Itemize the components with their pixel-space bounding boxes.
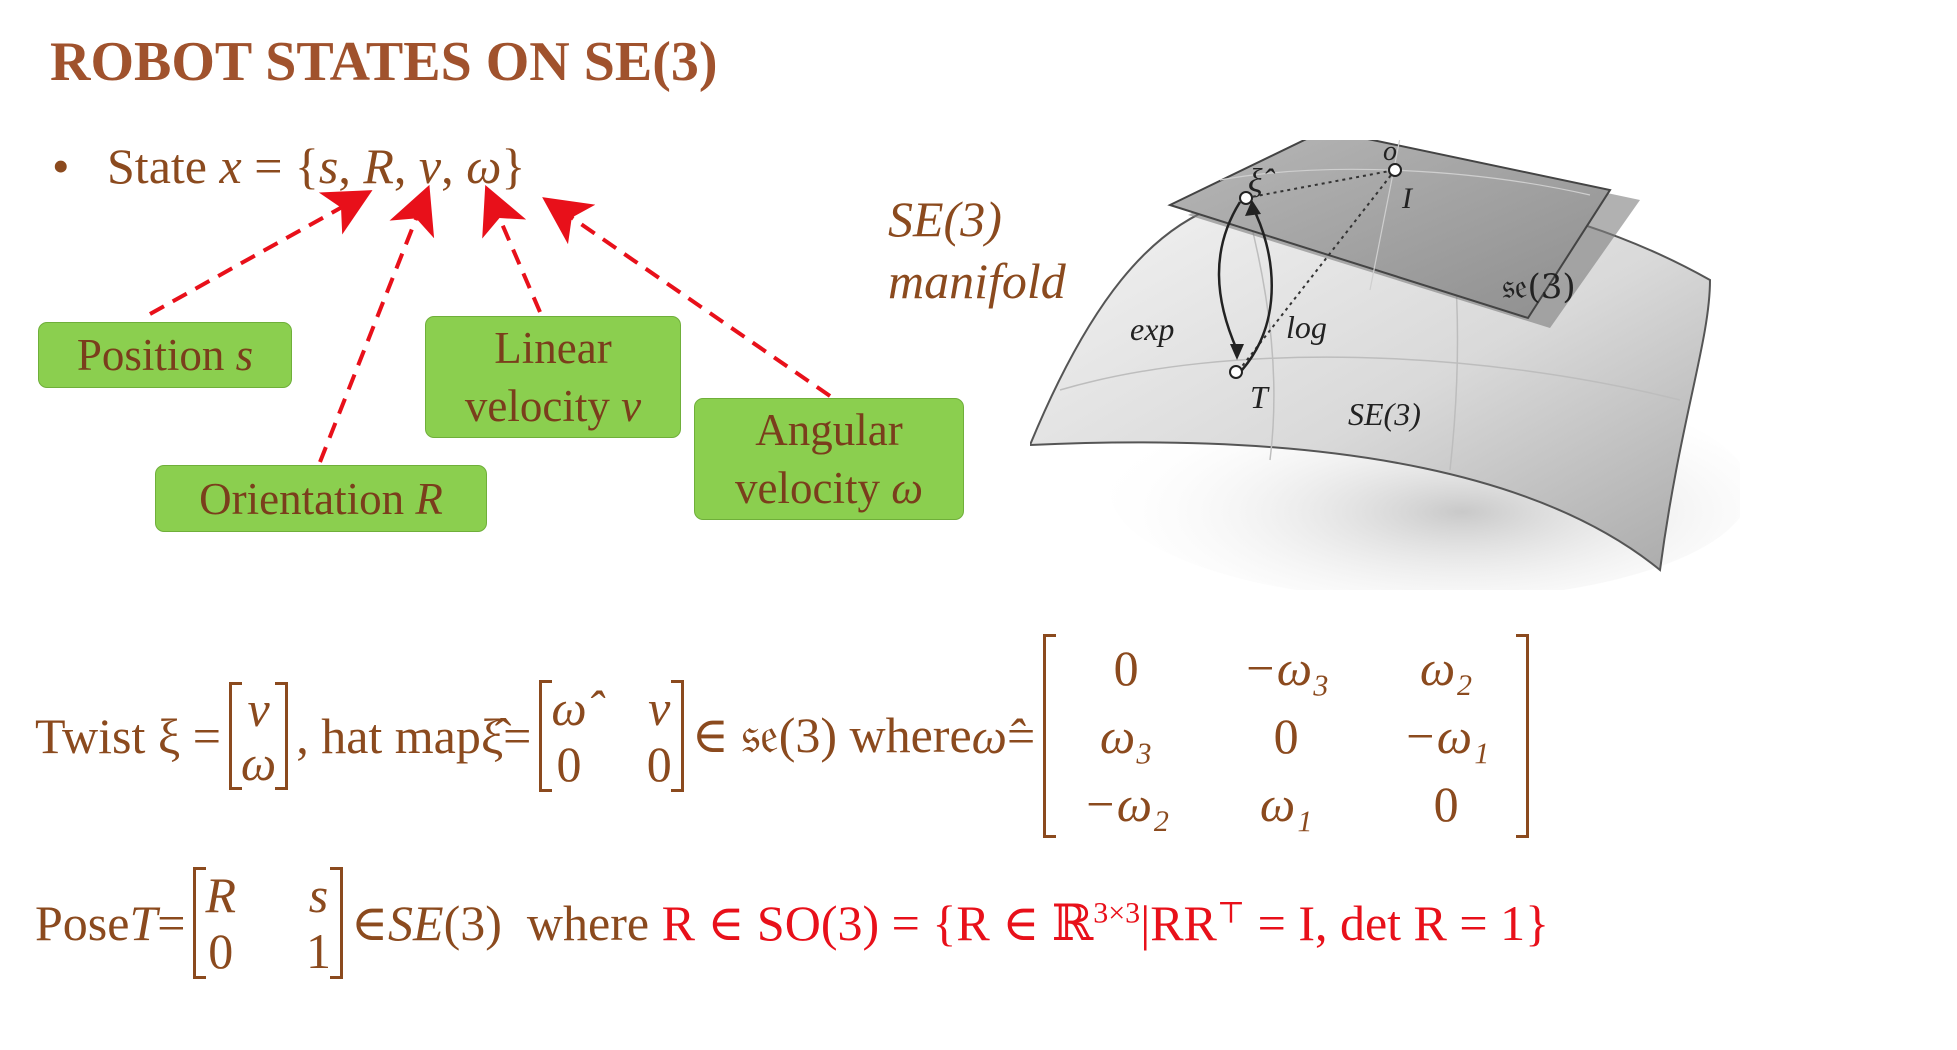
se3-text: SE	[388, 895, 444, 951]
skew-cell: −ω₁	[1402, 707, 1490, 764]
hat-matrix-cell: 0	[556, 735, 582, 792]
pose-matrix-cell: 1	[306, 923, 332, 979]
comma: ,	[441, 138, 467, 194]
label-angular-line2: velocity	[735, 463, 892, 513]
arrow-angular	[542, 197, 832, 398]
skew-cell: 0	[1113, 639, 1139, 696]
manifold-caption-line1: SE(3)	[888, 191, 1002, 247]
state-prefix: State	[107, 138, 220, 194]
so3-expr-part2: |RR	[1140, 895, 1217, 951]
manifold-caption: SE(3) manifold	[888, 188, 1066, 312]
skew-cell: −ω₃	[1242, 639, 1330, 696]
eq-sign: =	[1006, 707, 1036, 764]
pose-T: T	[129, 895, 158, 951]
label-angular-line1: Angular	[755, 405, 903, 455]
state-eq: = {	[241, 138, 319, 194]
label-linear-line1: Linear	[494, 323, 612, 373]
state-omega: ω	[466, 138, 502, 194]
arrow-position	[149, 190, 373, 316]
hat-matrix: ω̂ v 0 0	[539, 679, 685, 792]
surface-se3-label: SE(3)	[1348, 396, 1421, 432]
state-R: R	[363, 138, 394, 194]
label-orientation-text: Orientation	[199, 473, 416, 524]
skew-matrix: 0 −ω₃ ω₂ ω₃ 0 −ω₁ −ω₂ ω₁ 0	[1043, 633, 1530, 838]
arrow-orientation	[318, 184, 435, 463]
hat-matrix-cell: 0	[646, 735, 672, 792]
se3-tangent-plane	[1167, 140, 1612, 320]
pose-prefix: Pose	[35, 895, 130, 951]
label-position-sym: s	[235, 330, 254, 380]
skew-cell: 0	[1433, 775, 1459, 832]
comma: ,	[393, 138, 419, 194]
se3-paren: (3)	[443, 895, 502, 951]
so3-superscript: 3×3	[1093, 896, 1141, 930]
comma: ,	[338, 138, 364, 194]
in-se3-text: ∈ 𝔰𝔢(3) where	[691, 707, 972, 763]
state-var: x	[219, 138, 242, 194]
label-orientation: Orientation R	[155, 465, 487, 532]
identity-I-label: I	[1401, 182, 1414, 215]
omega-hat: ω̂	[971, 707, 1007, 764]
hat-map-text: , hat map	[296, 707, 481, 764]
so3-definition: R ∈ SO(3) = {R ∈ ℝ3×3|RR⊤ = I, det R = 1…	[662, 894, 1550, 952]
label-linear-velocity: Linear velocity v	[425, 316, 681, 438]
arrow-linear	[482, 184, 542, 313]
in-text: ∈	[351, 895, 389, 951]
pose-matrix-cell: 0	[208, 923, 234, 979]
twist-omega: ω	[240, 734, 277, 791]
annotation-arrows	[149, 184, 832, 463]
where-text: where	[501, 895, 662, 951]
slide-title: ROBOT STATES ON SE(3)	[50, 31, 718, 93]
so3-expr-part3: = I, det R = 1}	[1245, 895, 1550, 951]
log-label: log	[1286, 309, 1327, 345]
label-orientation-sym: R	[415, 473, 443, 524]
state-close: }	[501, 138, 526, 194]
hat-matrix-cell: v	[648, 679, 671, 736]
twist-v: v	[247, 680, 270, 737]
se3-manifold-figure: ξ̂ o I 𝔰𝔢(3) exp log T SE(3)	[1030, 140, 1740, 590]
plane-se3-label: 𝔰𝔢(3)	[1502, 267, 1576, 307]
pose-equation: Pose T = R s 0 1 ∈ SE(3) where R ∈ SO(3)…	[35, 858, 1549, 988]
exp-label: exp	[1130, 311, 1174, 347]
state-v: v	[418, 138, 442, 194]
twist-equation: Twist ξ = v ω , hat map ξ̂ = ω̂ v 0 0 ∈ …	[35, 628, 1537, 843]
label-linear-sym: v	[621, 381, 642, 431]
manifold-caption-line2: manifold	[888, 253, 1066, 309]
T-label: T	[1250, 379, 1270, 415]
hat-matrix-cell: ω̂	[551, 679, 587, 736]
state-s: s	[318, 138, 339, 194]
eq-sign: =	[503, 707, 532, 764]
label-linear-line2: velocity	[464, 381, 622, 431]
pose-matrix-cell: s	[308, 867, 329, 923]
skew-cell: ω₁	[1259, 775, 1313, 832]
label-position: Position s	[38, 322, 292, 388]
bullet: •	[52, 138, 70, 194]
skew-cell: 0	[1273, 707, 1299, 764]
so3-expr-part1: R ∈ SO(3) = {R ∈ ℝ	[661, 895, 1094, 951]
xi-hat: ξ̂	[480, 707, 504, 764]
label-position-text: Position	[76, 330, 236, 380]
twist-column-vector: v ω	[228, 680, 289, 791]
skew-cell: −ω₂	[1082, 775, 1170, 832]
state-definition: • State x = {s, R, v, ω}	[52, 137, 525, 195]
skew-cell: ω₂	[1419, 639, 1473, 696]
transpose-superscript: ⊤	[1216, 896, 1246, 930]
pose-matrix: R s 0 1	[193, 867, 343, 979]
origin-o-label: o	[1383, 140, 1397, 167]
label-angular-velocity: Angular velocity ω	[694, 398, 964, 520]
skew-cell: ω₃	[1099, 707, 1153, 764]
twist-prefix: Twist ξ =	[35, 707, 221, 764]
pose-matrix-cell: R	[205, 867, 237, 923]
label-angular-sym: ω	[891, 463, 923, 513]
eq-sign: =	[157, 895, 186, 951]
